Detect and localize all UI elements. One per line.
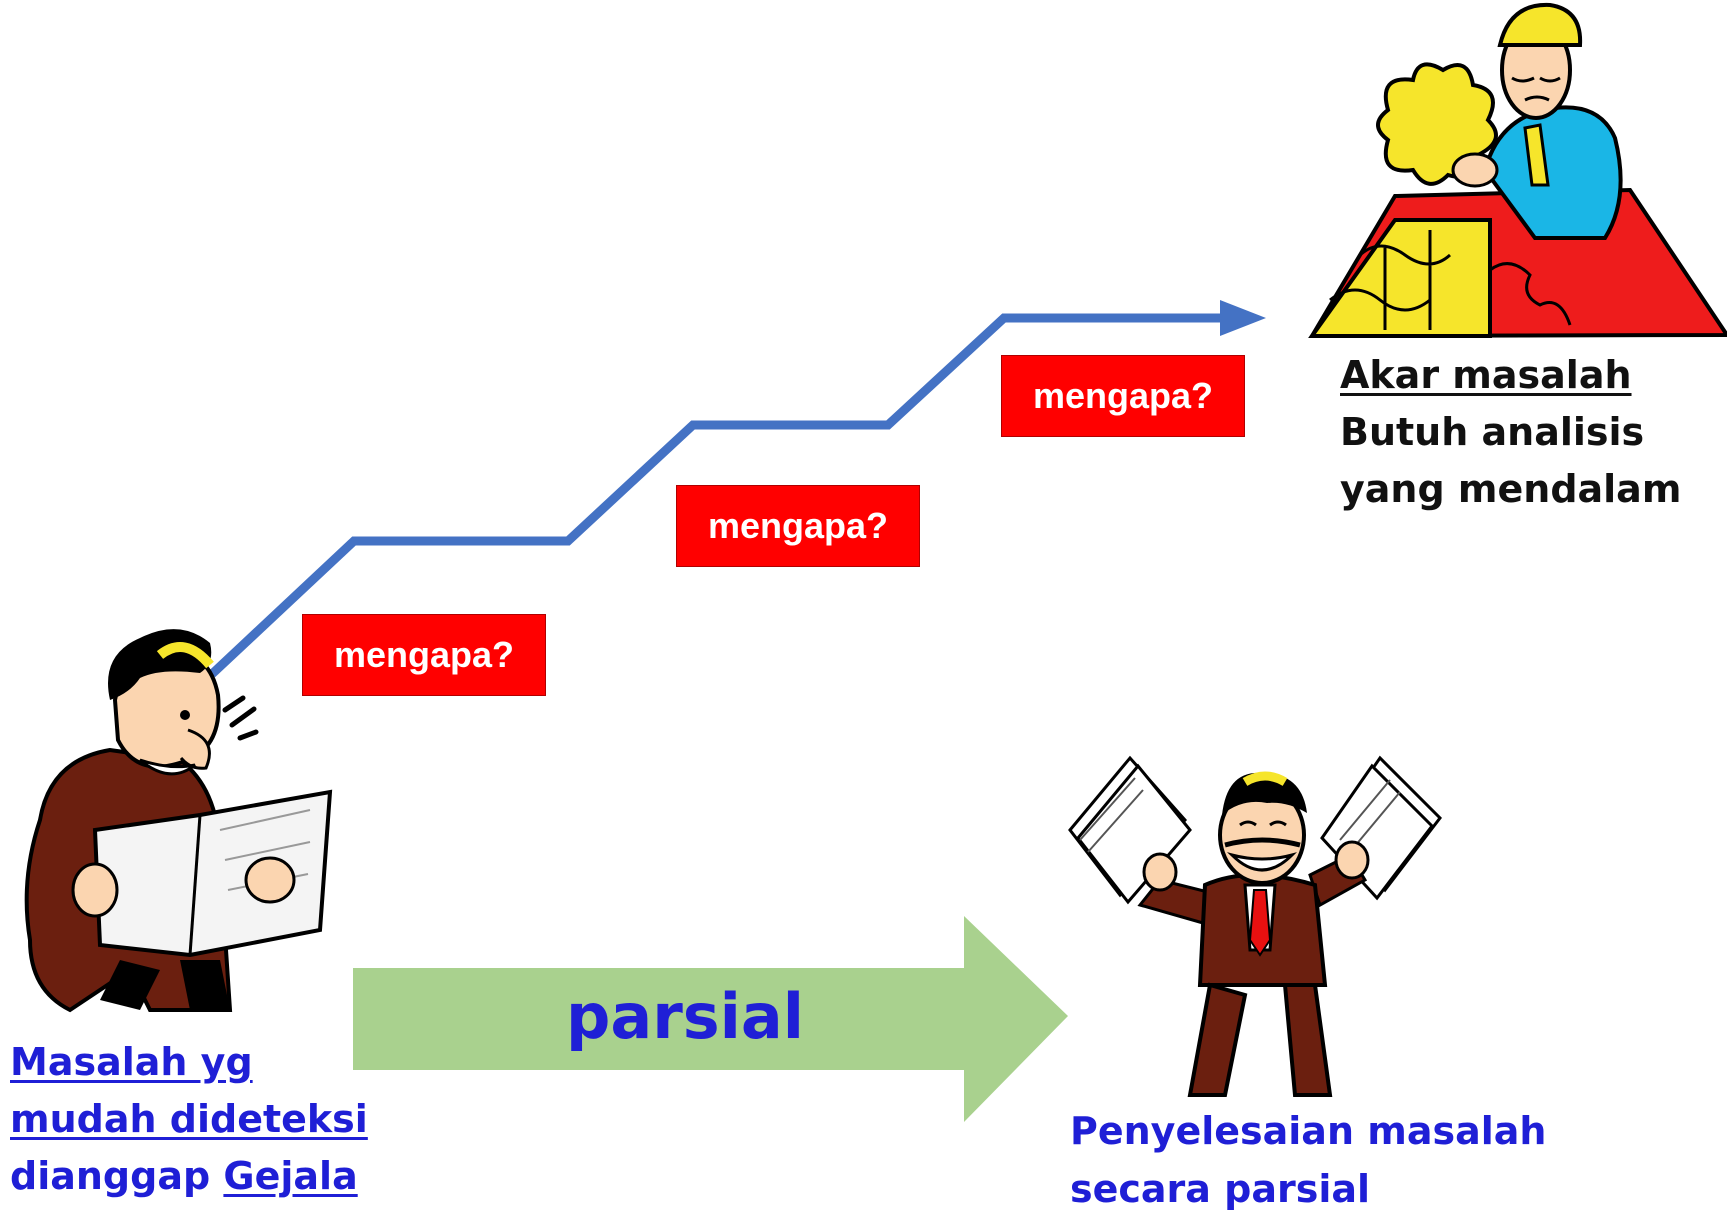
partial-solution-line-1: Penyelesaian masalah: [1070, 1109, 1547, 1153]
root-cause-line-2: Butuh analisis: [1340, 410, 1645, 454]
step-label-2: mengapa?: [707, 505, 889, 546]
symptom-caption: Masalah yg mudah dideteksi dianggap Geja…: [10, 1034, 368, 1205]
stair-path-line: [208, 313, 1222, 678]
papers-man-clipart: [1068, 755, 1442, 1097]
puzzle-man-clipart: [1308, 2, 1727, 339]
root-cause-line-3: yang mendalam: [1340, 467, 1682, 511]
partial-arrow-label: parsial: [565, 980, 805, 1053]
step-box-1: mengapa?: [302, 614, 546, 696]
partial-solution-caption: Penyelesaian masalah secara parsial: [1070, 1102, 1546, 1218]
step-label-1: mengapa?: [333, 634, 515, 675]
reading-man-clipart: [24, 629, 333, 1013]
step-label-3: mengapa?: [1032, 375, 1214, 416]
root-cause-caption: Akar masalah Butuh analisis yang mendala…: [1340, 347, 1681, 518]
symptom-keyword: Gejala: [223, 1154, 358, 1198]
partial-solution-line-2: secara parsial: [1070, 1167, 1371, 1211]
symptom-line-2: mudah dideteksi: [10, 1097, 368, 1141]
symptom-line-1: Masalah yg: [10, 1040, 253, 1084]
stair-arrowhead: [1220, 300, 1266, 336]
root-cause-title: Akar masalah: [1340, 353, 1632, 397]
step-box-3: mengapa?: [1001, 355, 1245, 437]
step-box-2: mengapa?: [676, 485, 920, 567]
symptom-line-3-prefix: dianggap: [10, 1154, 224, 1198]
partial-arrow-shape: [353, 916, 1068, 1122]
symptom-line-3: dianggap Gejala: [10, 1148, 368, 1205]
